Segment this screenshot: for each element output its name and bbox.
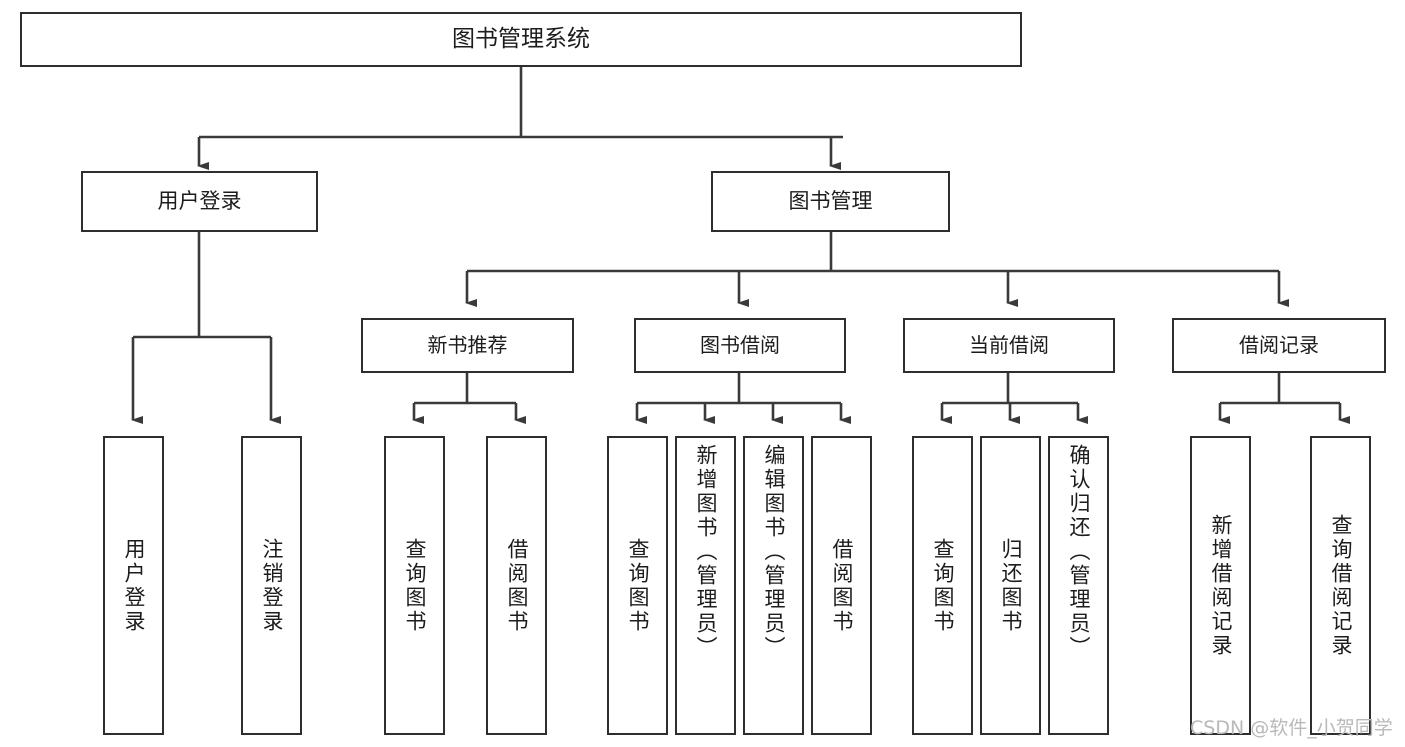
node-leaf-borrow-add-book-admin[interactable]: 新增图书（管理员）	[675, 436, 736, 735]
node-book-borrow-label: 图书借阅	[700, 332, 780, 357]
node-leaf-label: 查询借阅记录	[1329, 513, 1353, 658]
node-leaf-current-return-book[interactable]: 归还图书	[980, 436, 1041, 735]
node-leaf-label: 用户登录	[122, 537, 146, 634]
node-book-management[interactable]: 图书管理	[711, 171, 950, 232]
node-root-label: 图书管理系统	[452, 25, 590, 52]
node-leaf-label: 借阅图书	[505, 537, 529, 634]
node-leaf-label: 查询图书	[931, 537, 955, 634]
watermark-text: CSDN @软件_小贺同学	[1190, 717, 1393, 739]
node-leaf-borrow-query-book[interactable]: 查询图书	[607, 436, 668, 735]
node-new-book-recommend[interactable]: 新书推荐	[361, 318, 574, 373]
node-leaf-label: 编辑图书（管理员）	[762, 444, 786, 660]
node-leaf-user-login-signout[interactable]: 注销登录	[241, 436, 302, 735]
node-leaf-label: 查询图书	[403, 537, 427, 634]
node-leaf-label: 确认归还（管理员）	[1067, 444, 1091, 660]
node-leaf-current-query-book[interactable]: 查询图书	[912, 436, 973, 735]
node-leaf-label: 新增借阅记录	[1209, 513, 1233, 658]
node-leaf-record-query-record[interactable]: 查询借阅记录	[1310, 436, 1371, 735]
node-leaf-label: 查询图书	[626, 537, 650, 634]
node-leaf-label: 注销登录	[260, 537, 284, 634]
node-leaf-borrow-borrow-book[interactable]: 借阅图书	[811, 436, 872, 735]
node-book-borrow[interactable]: 图书借阅	[634, 318, 846, 373]
node-book-management-label: 图书管理	[788, 189, 873, 214]
node-leaf-label: 新增图书（管理员）	[694, 444, 718, 660]
node-leaf-label: 归还图书	[999, 537, 1023, 634]
node-user-login-label: 用户登录	[157, 189, 242, 214]
node-leaf-current-confirm-return-admin[interactable]: 确认归还（管理员）	[1048, 436, 1109, 735]
node-borrow-record[interactable]: 借阅记录	[1172, 318, 1386, 373]
node-user-login[interactable]: 用户登录	[81, 171, 318, 232]
node-leaf-label: 借阅图书	[830, 537, 854, 634]
node-borrow-record-label: 借阅记录	[1239, 332, 1319, 357]
node-leaf-record-add-record[interactable]: 新增借阅记录	[1190, 436, 1251, 735]
node-current-borrow[interactable]: 当前借阅	[903, 318, 1115, 373]
node-leaf-new-book-borrow[interactable]: 借阅图书	[486, 436, 547, 735]
node-new-book-recommend-label: 新书推荐	[427, 332, 508, 357]
node-leaf-user-login-signin[interactable]: 用户登录	[103, 436, 164, 735]
node-leaf-borrow-edit-book-admin[interactable]: 编辑图书（管理员）	[743, 436, 804, 735]
node-root-book-management-system[interactable]: 图书管理系统	[20, 12, 1022, 67]
node-leaf-new-book-query[interactable]: 查询图书	[384, 436, 445, 735]
node-current-borrow-label: 当前借阅	[969, 332, 1049, 357]
